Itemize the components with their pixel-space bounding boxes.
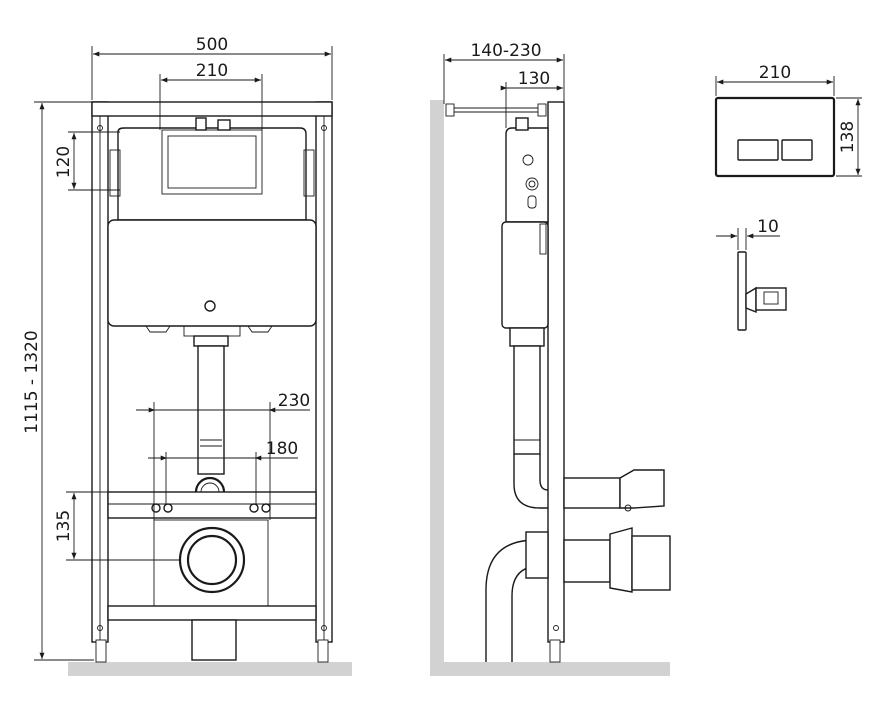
mounting-bracket (107, 491, 317, 519)
side-floor (430, 662, 670, 676)
dim-tank-window-height-label: 120 (54, 146, 74, 178)
cistern (107, 117, 317, 337)
supply-connection (563, 469, 665, 512)
dim-wall-offset-label: 140-230 (470, 41, 541, 61)
flush-plate (714, 96, 836, 178)
dim-frame-height: 1115 - 1320 (22, 101, 94, 661)
dim-frame-width-label: 500 (196, 35, 228, 55)
dim-plate-thickness-label: 10 (757, 217, 779, 237)
frame-uprights (91, 101, 333, 663)
flush-plate-view: 210 138 10 (714, 63, 862, 331)
mount-hole-icon (249, 503, 259, 513)
flush-pipe-side (509, 327, 549, 509)
dim-outlet-height-label: 135 (54, 510, 74, 542)
dim-wall-offset: 140-230 (443, 41, 565, 104)
dim-frame-height-label: 1115 - 1320 (22, 330, 42, 433)
side-view: 140-230 130 (430, 41, 671, 676)
dim-plate-width-label: 210 (759, 63, 791, 83)
flush-button-left (737, 139, 779, 161)
wall-anchor (445, 103, 547, 117)
front-view: 500 210 120 1115 - 1320 (22, 35, 352, 676)
side-wall (430, 100, 444, 662)
dim-panel-width-top: 210 (159, 61, 263, 130)
dim-plate-height-label: 138 (838, 121, 858, 153)
dim-plate-thickness: 10 (716, 217, 780, 250)
dim-plate-height: 138 (836, 97, 862, 177)
mount-hole-icon (163, 503, 173, 513)
dim-plate-width: 210 (715, 63, 835, 96)
dim-narrow-mount-spacing: 180 (148, 439, 298, 504)
flush-plate-side (737, 251, 787, 331)
dim-panel-width-top-label: 210 (196, 61, 228, 81)
dim-wide-mount-spacing: 230 (136, 391, 310, 520)
dim-narrow-mount-spacing-label: 180 (266, 439, 298, 459)
toilet-outlet (107, 519, 317, 661)
side-frame-profile (547, 101, 565, 643)
dim-frame-width: 500 (91, 35, 333, 100)
mount-hole-icon (151, 503, 161, 513)
flush-pipe (193, 335, 229, 508)
dim-tank-depth: 130 (500, 69, 563, 128)
cistern-valve-icon (204, 300, 216, 312)
cistern-side (501, 117, 549, 329)
outlet-bend-side (485, 527, 671, 662)
dim-tank-depth-label: 130 (518, 69, 550, 89)
dim-tank-window-height: 120 (54, 131, 120, 191)
dim-outlet-height: 135 (54, 491, 180, 561)
dim-wide-mount-spacing-label: 230 (278, 391, 310, 411)
flush-button-right (781, 139, 813, 161)
front-floor (68, 662, 352, 676)
